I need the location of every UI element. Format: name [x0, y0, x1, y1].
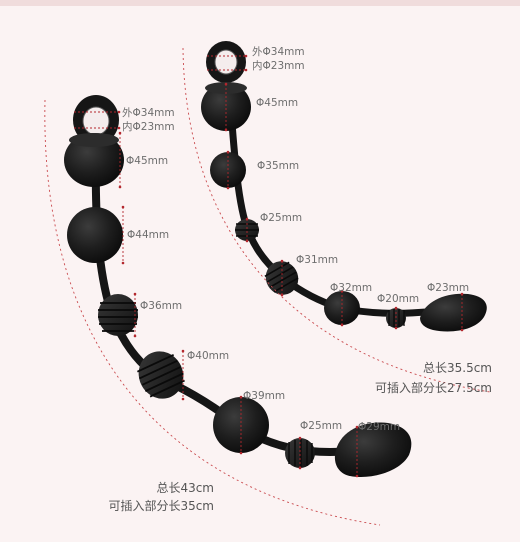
- small-ring-inner-label: 内Φ23mm: [252, 60, 305, 72]
- top-strip: [0, 0, 520, 6]
- small-toy: [182, 41, 491, 393]
- small-ball4-label: Φ31mm: [296, 254, 339, 266]
- large-tip: [334, 422, 412, 478]
- large-ball3-label: Φ36mm: [140, 300, 183, 312]
- large-total-length: 总长43cm: [156, 481, 214, 495]
- small-insertable-length: 可插入部分长27.5cm: [374, 381, 492, 395]
- large-ball4-label: Φ40mm: [187, 350, 230, 362]
- large-ball6-label: Φ25mm: [300, 420, 343, 432]
- large-insertable-length: 可插入部分长35cm: [108, 499, 214, 513]
- small-tip-label: Φ23mm: [427, 282, 470, 294]
- large-ball2-label: Φ44mm: [127, 229, 170, 241]
- large-ring-inner-label: 内Φ23mm: [122, 121, 175, 133]
- large-ring-outer-label: 外Φ34mm: [122, 107, 175, 119]
- large-tip-label: Φ29mm: [358, 421, 401, 433]
- small-ball5-label: Φ32mm: [330, 282, 373, 294]
- small-ball1-label: Φ45mm: [256, 97, 299, 109]
- small-ball3-label: Φ25mm: [260, 212, 303, 224]
- large-ball1-label: Φ45mm: [126, 155, 169, 167]
- small-ball6-label: Φ20mm: [377, 293, 420, 305]
- small-tip: [420, 293, 487, 332]
- small-ball2-label: Φ35mm: [257, 160, 300, 172]
- large-ball5-label: Φ39mm: [243, 390, 286, 402]
- small-ring-outer-label: 外Φ34mm: [252, 46, 305, 58]
- small-total-length: 总长35.5cm: [422, 361, 492, 375]
- large-toy: [44, 95, 412, 526]
